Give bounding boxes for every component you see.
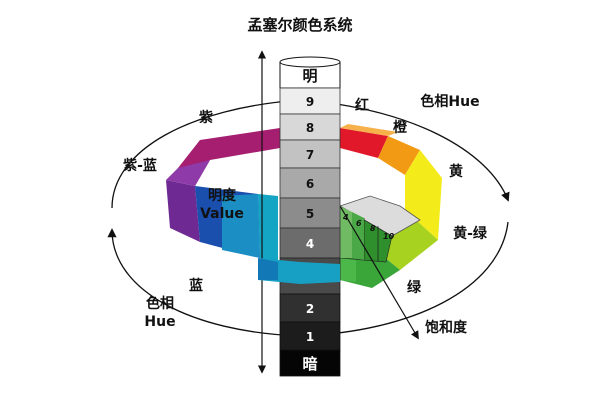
hue-label-yellow-green: 黄-绿 [453,225,488,242]
value-step-label-9: 9 [306,95,314,109]
value-step-6 [279,167,341,199]
value-step-label-2: 2 [306,302,314,316]
value-step-label-6: 6 [306,177,314,191]
value-cap-bottom [279,349,341,377]
chroma-step-10: 10 [383,232,395,241]
ring-segment-green-light [340,256,356,282]
chroma-wedge: 4 6 8 10 [339,195,421,263]
hue-label-orange: 橙 [393,119,408,136]
ring-segment-cyan [258,194,278,262]
value-step-5 [279,197,341,229]
value-step-7 [279,139,341,169]
value-step-1 [279,321,341,351]
ring-segment-red [340,128,388,158]
ring-segment-orange [378,136,420,175]
chroma-step-6: 6 [356,219,362,228]
value-axis-label-cn: 明度 [208,187,237,204]
hue-ring-back [178,124,420,186]
hue-label-blue: 蓝 [189,277,203,294]
hue-label-yellow: 黄 [449,163,463,180]
hue-axis-label-left-en: Hue [144,314,175,330]
hue-label-purple-blue: 紫-蓝 [123,157,157,174]
value-step-label-4: 4 [306,237,314,251]
value-step-label-7: 7 [306,148,314,162]
value-step-8 [279,113,341,141]
hue-label-green: 绿 [407,279,422,296]
ring-segment-purple-top [166,160,210,186]
value-bottom-label: 暗 [302,355,317,373]
ring-segment-yellow-green [378,210,438,270]
value-cap-ellipse [279,56,341,68]
chroma-label: 饱和度 [425,319,468,336]
ring-segment-purple [166,180,200,242]
hue-label-purple: 紫 [199,109,213,126]
ring-segment-cyan-front [222,194,260,258]
value-step-label-1: 1 [306,330,314,344]
hue-label-red: 红 [355,97,369,114]
chroma-wedge-light [340,206,352,258]
chroma-step-8: 8 [370,224,376,233]
ring-segment-front-blue [258,258,278,280]
page-title: 孟塞尔颜色系统 [247,16,352,34]
chroma-step-4: 4 [342,213,349,222]
value-top-label: 明 [302,67,317,85]
ring-segment-front-cyan [258,258,340,284]
chroma-arrow [339,205,419,340]
hue-axis-label-left-cn: 色相 [146,295,174,312]
value-step-label-8: 8 [306,121,314,135]
value-step-4 [279,227,341,259]
ring-segment-orange-top [340,124,398,136]
value-axis-label-en: Value [200,206,244,222]
hue-axis-label-top-right: 色相Hue [420,93,479,110]
value-step-2 [279,293,341,323]
ring-segment-magenta [178,128,280,186]
value-step-label-5: 5 [306,207,314,221]
